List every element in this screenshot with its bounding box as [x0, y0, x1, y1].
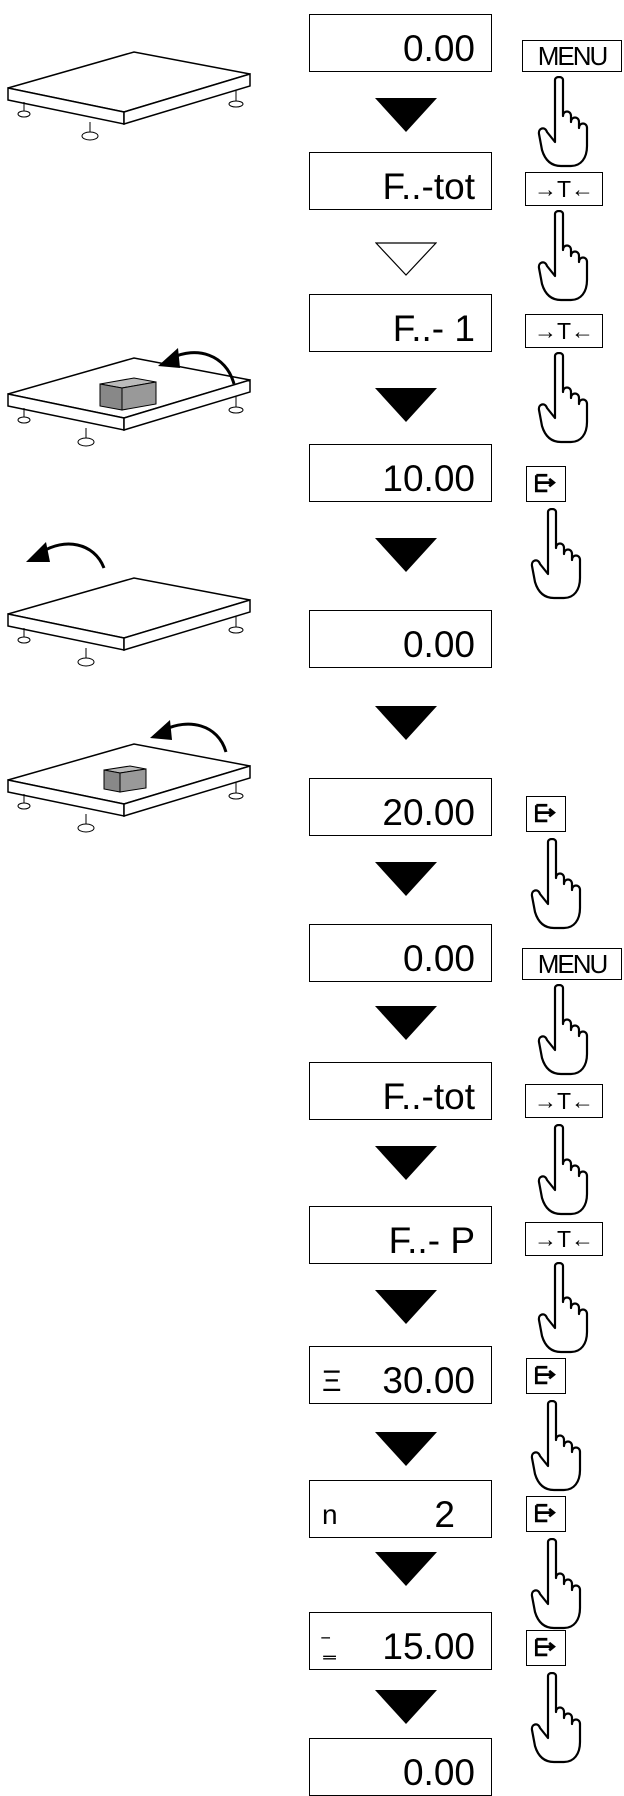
- pointing-hand-icon: [537, 352, 589, 444]
- tare-key[interactable]: →T←: [525, 172, 603, 206]
- average-indicator: ‾ ‗: [322, 1635, 335, 1660]
- tare-key-label: →T←: [533, 318, 595, 344]
- enter-key-icon: [534, 803, 556, 823]
- pointing-hand-icon: [537, 984, 589, 1076]
- display-value: 0.00: [402, 624, 475, 665]
- display-step-10: Ξ 30.00: [309, 1346, 492, 1404]
- display-step-8: F..-tot: [309, 1062, 492, 1120]
- enter-key-icon: [534, 473, 556, 493]
- pointing-hand-icon: [530, 1538, 582, 1630]
- display-step-3: F..- 1: [309, 294, 492, 352]
- scale-with-load-icon: [7, 357, 251, 447]
- tare-key-label: →T←: [533, 176, 595, 202]
- pointing-hand-icon: [537, 1262, 589, 1354]
- scale-with-load-icon: [7, 743, 251, 833]
- display-value: 15.00: [382, 1626, 475, 1667]
- display-value: 2: [434, 1494, 455, 1535]
- pointing-hand-icon: [537, 1124, 589, 1216]
- curved-arrow-icon: [26, 542, 106, 569]
- display-step-6: 20.00: [309, 778, 492, 836]
- display-value: 0.00: [402, 1752, 475, 1793]
- enter-key[interactable]: [526, 1630, 566, 1666]
- down-triangle-icon: [375, 706, 437, 740]
- display-step-7: 0.00: [309, 924, 492, 982]
- pointing-hand-icon: [537, 76, 589, 168]
- display-step-9: F..- P: [309, 1206, 492, 1264]
- curved-arrow-icon: [150, 720, 228, 753]
- down-triangle-icon: [375, 538, 437, 572]
- pointing-hand-icon: [530, 838, 582, 930]
- enter-key-icon: [534, 1637, 556, 1657]
- down-triangle-icon: [375, 1552, 437, 1586]
- enter-key[interactable]: [526, 1496, 566, 1532]
- tare-key-label: →T←: [533, 1088, 595, 1114]
- display-step-1: 0.00: [309, 14, 492, 72]
- tare-key-label: →T←: [533, 1226, 595, 1252]
- tare-key[interactable]: →T←: [525, 314, 603, 348]
- display-step-4: 10.00: [309, 444, 492, 502]
- display-step-12: ‾ ‗ 15.00: [309, 1612, 492, 1670]
- display-value: 30.00: [382, 1360, 475, 1401]
- enter-key-icon: [534, 1365, 556, 1385]
- enter-key[interactable]: [526, 466, 566, 502]
- display-value: 0.00: [402, 938, 475, 979]
- down-triangle-icon: [375, 862, 437, 896]
- display-step-11: n 2: [309, 1480, 492, 1538]
- down-triangle-icon: [375, 1290, 437, 1324]
- pointing-hand-icon: [530, 1672, 582, 1764]
- display-step-2: F..-tot: [309, 152, 492, 210]
- accumulation-indicator: Ξ: [322, 1365, 342, 1398]
- down-triangle-icon: [375, 98, 437, 132]
- weight-box-icon: [103, 765, 147, 793]
- down-triangle-icon: [375, 1690, 437, 1724]
- display-value: F..- 1: [392, 308, 475, 349]
- display-step-5: 0.00: [309, 610, 492, 668]
- down-triangle-icon: [375, 1006, 437, 1040]
- down-triangle-icon: [375, 388, 437, 422]
- enter-key-icon: [534, 1503, 556, 1523]
- tare-key[interactable]: →T←: [525, 1084, 603, 1118]
- menu-key[interactable]: MENU: [522, 948, 622, 980]
- display-label: n: [322, 1499, 338, 1530]
- enter-key[interactable]: [526, 796, 566, 832]
- display-value: 20.00: [382, 792, 475, 833]
- display-value: F..-tot: [382, 166, 475, 207]
- pointing-hand-icon: [530, 508, 582, 600]
- pointing-hand-icon: [537, 210, 589, 302]
- scale-empty-icon: [7, 51, 251, 141]
- pointing-hand-icon: [530, 1400, 582, 1492]
- display-value: F..-tot: [382, 1076, 475, 1117]
- scale-empty-icon: [7, 577, 251, 667]
- down-triangle-icon: [375, 1146, 437, 1180]
- display-value: F..- P: [388, 1220, 475, 1261]
- tare-key[interactable]: →T←: [525, 1222, 603, 1256]
- curved-arrow-icon: [158, 348, 236, 385]
- down-triangle-icon: [375, 1432, 437, 1466]
- menu-key[interactable]: MENU: [522, 40, 622, 72]
- display-value: 10.00: [382, 458, 475, 499]
- enter-key[interactable]: [526, 1358, 566, 1394]
- down-triangle-outline-icon: [375, 242, 437, 276]
- display-value: 0.00: [402, 28, 475, 69]
- weight-box-icon: [99, 377, 157, 411]
- display-step-13: 0.00: [309, 1738, 492, 1796]
